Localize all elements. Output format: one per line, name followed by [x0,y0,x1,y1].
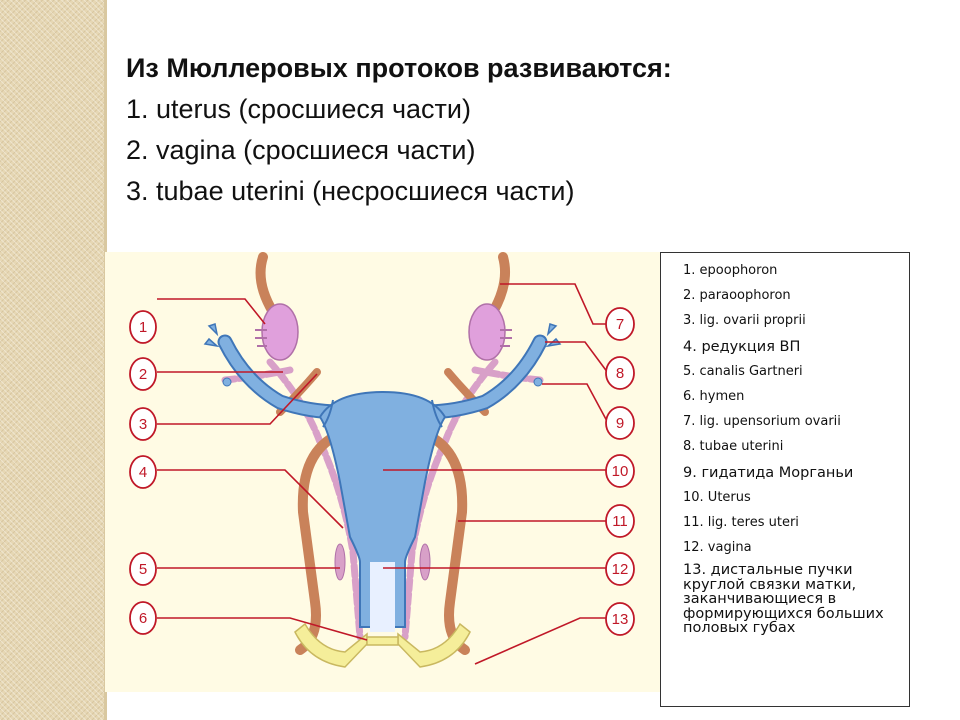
decorative-side-strip [0,0,104,720]
legend-item-1: 1. epoophoron [683,263,778,278]
callout-circle-1 [129,310,157,344]
legend-item-2: 2. paraoophoron [683,288,791,304]
legend-item-10: 10. Uterus [683,489,751,505]
callout-circle-13 [605,602,635,636]
legend-item-9: 9. гидатида Морганьи [683,464,854,481]
right-number-circles [605,307,635,636]
callout-number-8: 8 [616,365,624,382]
callout-lines [157,283,609,665]
callout-number-10: 10 [612,463,629,480]
legend-item-12: 12. vagina [683,540,752,556]
title-line-vagina: 2. vagina (сросшиеся части) [126,135,476,165]
title-block: Из Мюллеровых протоков развиваются: 1. u… [126,48,746,212]
callout-circle-5 [129,552,157,586]
legend-item-7: 7. lig. upensorium ovarii [683,414,841,430]
callout-number-9: 9 [616,415,624,432]
anatomy-diagram: 1 2 3 4 5 6 7 8 9 10 11 12 13 [105,252,660,692]
title-heading: Из Мюллеровых протоков развиваются: [126,53,672,83]
gartner-duct-left [334,543,346,581]
external-genitalia [294,622,471,668]
callout-circle-11 [605,504,635,538]
left-number-circles [129,310,157,635]
mullerian-derivatives [203,323,562,632]
gartner-duct-right [419,543,431,581]
legend-item-5: 5. canalis Gartneri [683,363,803,379]
callout-circle-4 [129,455,157,489]
callout-circle-10 [605,454,635,488]
callout-number-5: 5 [139,561,147,578]
callout-number-6: 6 [139,610,147,627]
anatomy-diagram-svg: 1 2 3 4 5 6 7 8 9 10 11 12 13 [129,252,635,668]
title-line-tubae: 3. tubae uterini (несросшиеся части) [126,176,575,206]
callout-number-4: 4 [139,464,147,481]
callout-number-1: 1 [139,319,147,336]
callout-number-12: 12 [612,561,629,578]
callout-number-11: 11 [612,513,628,530]
callout-circle-7 [605,307,635,341]
callout-number-3: 3 [139,416,147,433]
legend-item-8: 8. tubae uterini [683,439,784,455]
ovary-left [261,303,299,361]
callout-circle-8 [605,356,635,390]
ovary-right [468,303,506,361]
callout-circle-9 [605,406,635,440]
ovaries [255,303,512,361]
legend-item-13: 13. дистальные пучки круглой связки матк… [683,562,884,637]
title-line-uterus: 1. uterus (сросшиеся части) [126,94,471,124]
callout-number-13: 13 [612,611,629,628]
legend-box: 1. epoophoron 2. paraoophoron 3. lig. ov… [660,252,910,707]
legend-item-3: 3. lig. ovarii proprii [683,313,806,329]
callout-circle-12 [605,552,635,586]
callout-circle-2 [129,357,157,391]
callout-number-2: 2 [139,366,147,383]
legend-item-6: 6. hymen [683,388,745,404]
legend-item-11: 11. lig. teres uteri [683,514,799,530]
legend-item-4: 4. редукция ВП [683,338,801,355]
callout-circle-6 [129,601,157,635]
callout-circle-3 [129,407,157,441]
callout-number-7: 7 [616,316,624,333]
